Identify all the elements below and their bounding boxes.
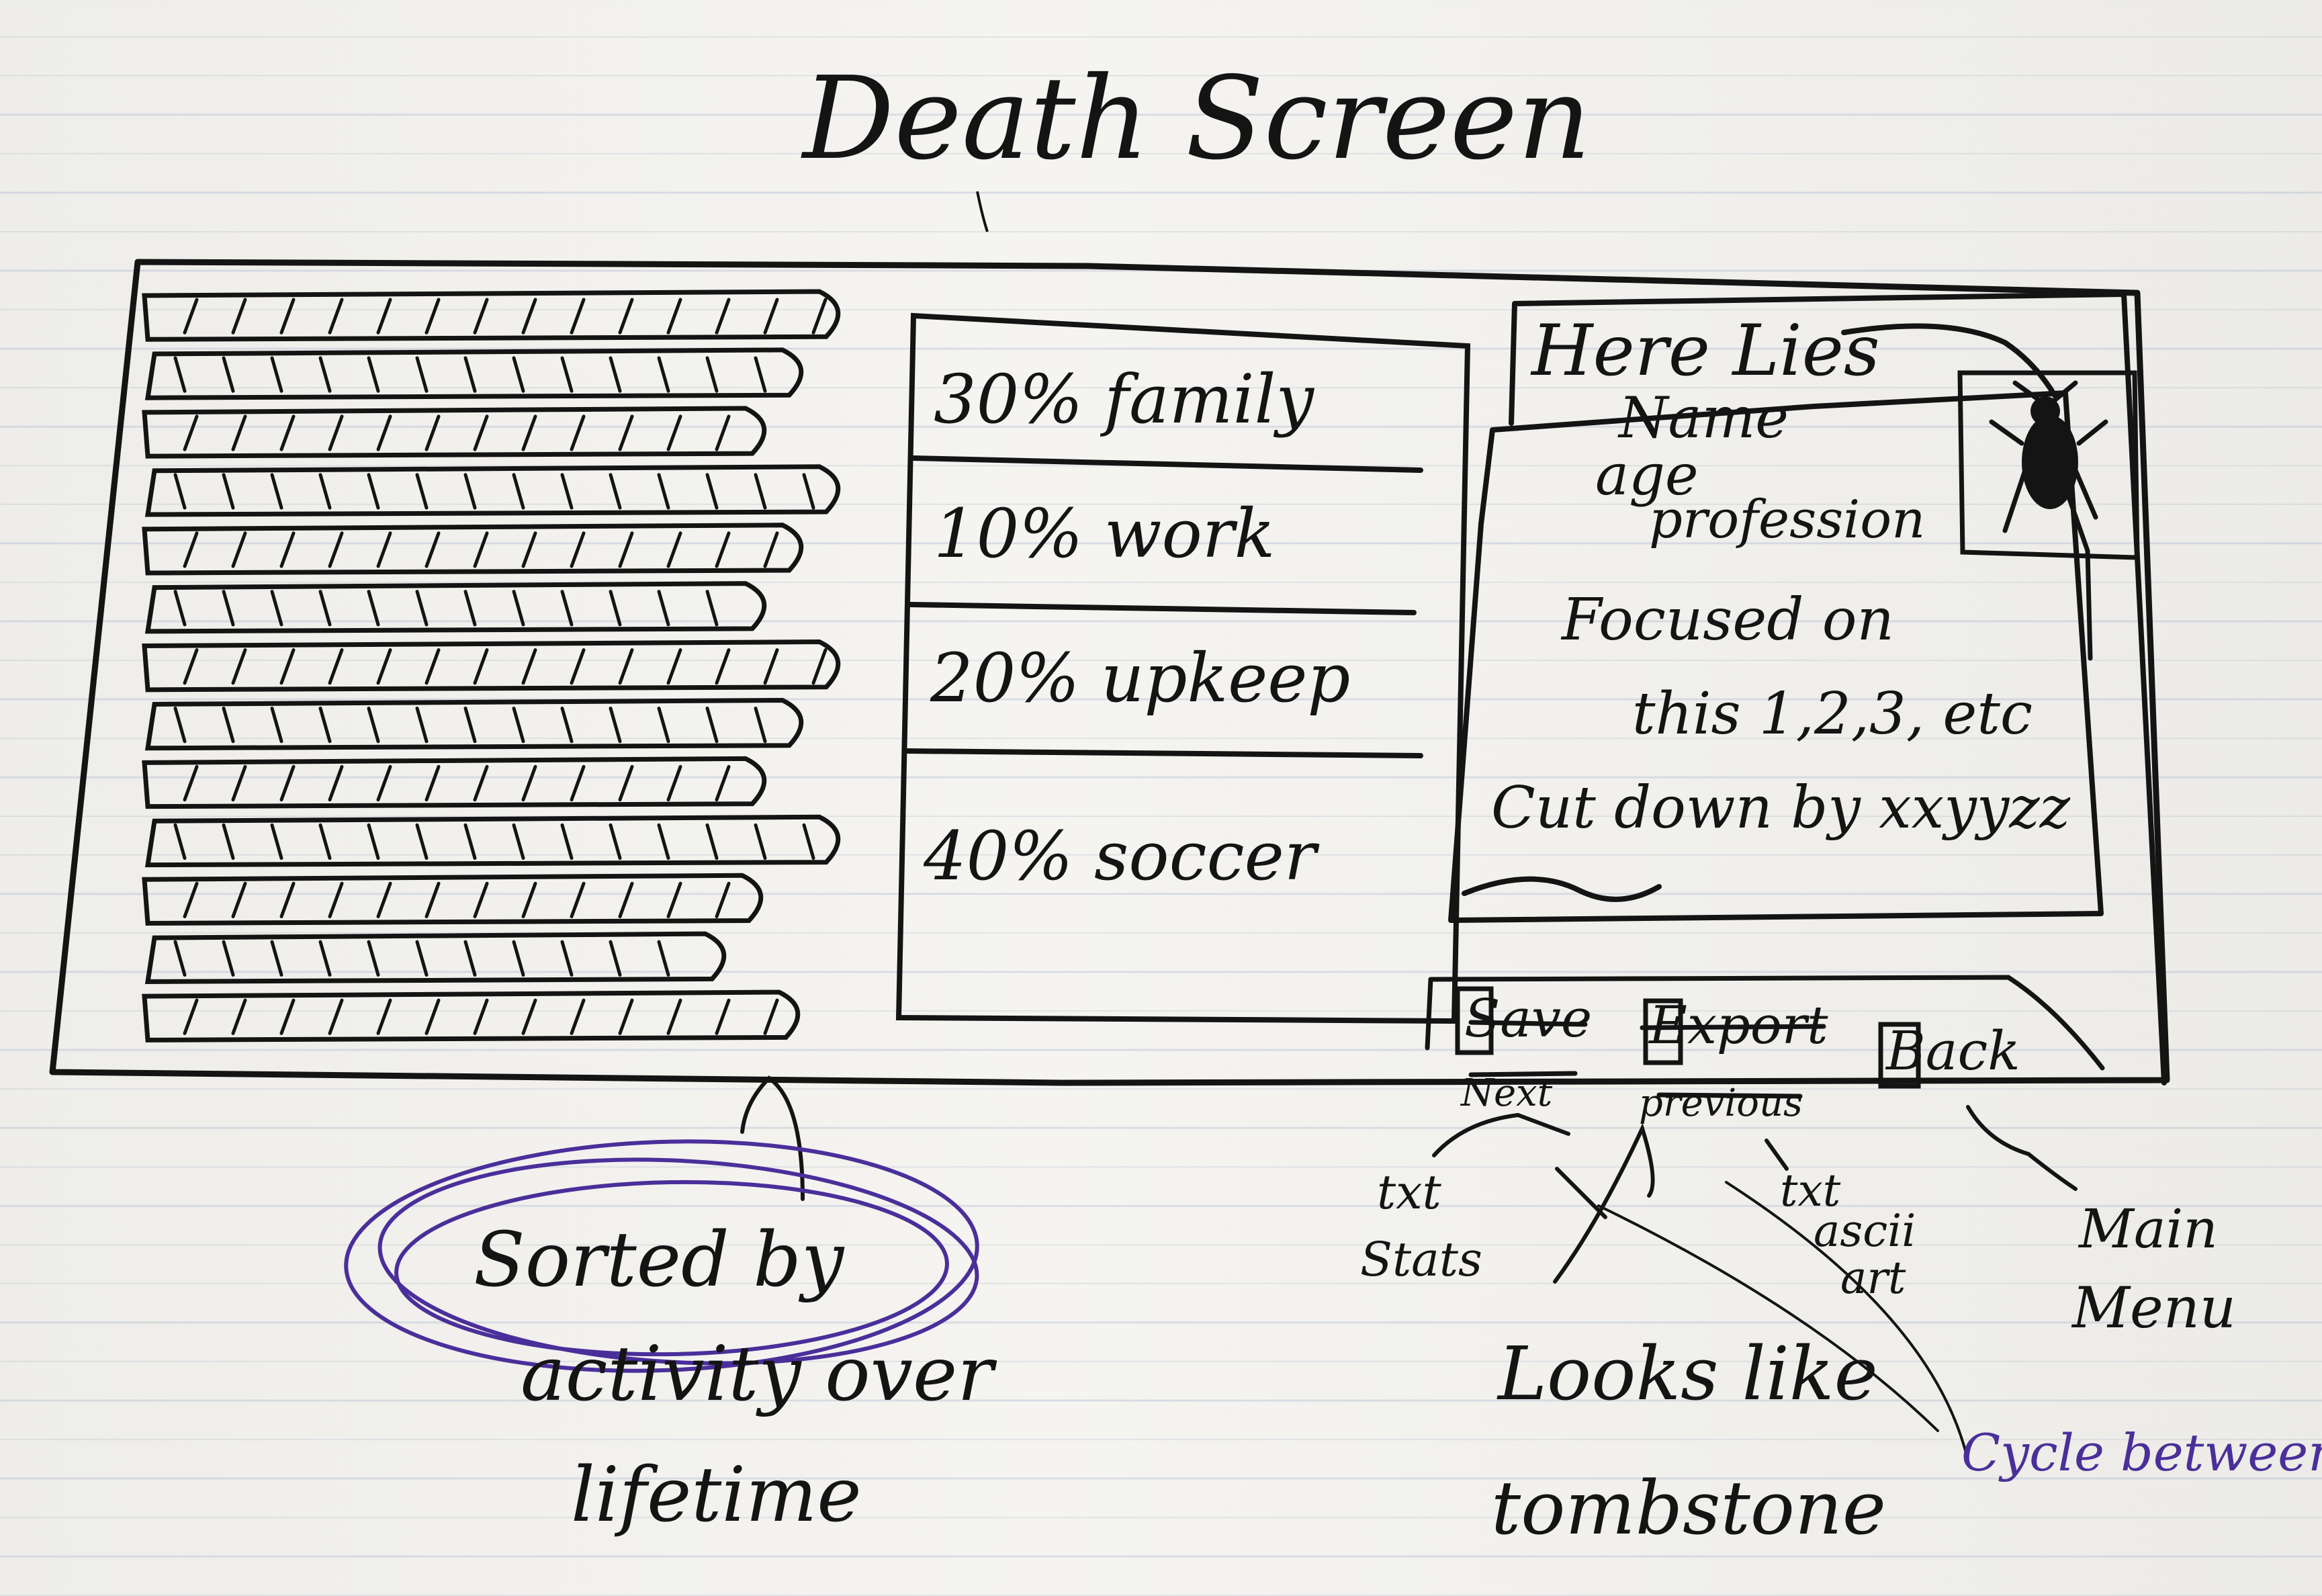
export-button[interactable]: Export: [1649, 995, 1828, 1056]
note-main-menu-2: Menu: [2072, 1275, 2236, 1341]
tombstone-name: Name: [1619, 385, 1789, 451]
note-txt-ascii-3: art: [1840, 1252, 1906, 1304]
activity-bar-hatching: [173, 473, 815, 510]
activity-bar: [144, 697, 804, 751]
activity-bar: [142, 756, 767, 809]
cycle-lines: [1597, 1181, 1969, 1462]
note-txt-ascii-1: txt: [1780, 1165, 1841, 1216]
save-button[interactable]: Save: [1464, 989, 1593, 1049]
page-title: Death Screen: [803, 52, 1591, 185]
sorted-circle: [344, 1139, 979, 1373]
note-looks-like-1: Looks like: [1498, 1331, 1878, 1417]
tombstone-panel: [1448, 292, 2167, 1085]
activity-bar: [144, 931, 727, 984]
breakdown-row-work: 10% work: [934, 494, 1276, 573]
activity-bar: [142, 289, 841, 342]
activity-bar-hatching: [183, 998, 779, 1035]
tombstone-age: age: [1595, 442, 1699, 508]
back-button[interactable]: Back: [1886, 1020, 2020, 1082]
activity-list: [142, 289, 841, 1043]
activity-bar: [142, 873, 764, 926]
activity-bar: [144, 464, 841, 517]
tombstone-heading: Here Lies: [1531, 310, 1880, 392]
activity-bar-hatching: [183, 648, 828, 685]
annotation-lines: [740, 1075, 2078, 1284]
breakdown-table: [895, 312, 1471, 1024]
note-txt-stats-2: Stats: [1360, 1232, 1482, 1287]
note-sorted-2: activity over: [521, 1331, 993, 1418]
breakdown-row-upkeep: 20% upkeep: [930, 639, 1351, 717]
previous-button-label[interactable]: previous: [1639, 1081, 1803, 1125]
tombstone-focused: Focused on: [1562, 586, 1894, 654]
note-sorted-1: Sorted by: [474, 1216, 844, 1304]
note-cycle-between: Cycle between: [1961, 1423, 2322, 1482]
activity-bar: [142, 639, 841, 693]
next-button-label[interactable]: Next: [1461, 1071, 1553, 1115]
note-main-menu-1: Main: [2079, 1198, 2218, 1260]
activity-bar-hatching: [173, 940, 670, 977]
activity-bar: [142, 523, 804, 576]
breakdown-row-family: 30% family: [934, 360, 1314, 439]
activity-bar-hatching: [173, 356, 767, 393]
screen-frame: [49, 259, 2170, 1086]
activity-bar: [142, 989, 801, 1043]
stray-mark: [976, 191, 989, 232]
bug-icon: [1989, 380, 2108, 661]
activity-bar-hatching: [173, 823, 815, 860]
note-txt-ascii-2: ascii: [1814, 1205, 1916, 1257]
activity-bar-hatching: [183, 881, 731, 919]
activity-bar-hatching: [183, 531, 779, 568]
tombstone-profession: profession: [1649, 490, 1926, 550]
note-txt-stats-1: txt: [1377, 1165, 1441, 1220]
portrait-box: [1957, 370, 2140, 560]
activity-bar: [144, 581, 767, 634]
button-frames: [1425, 975, 2105, 1099]
activity-bar: [144, 814, 841, 868]
activity-bar-hatching: [173, 706, 767, 744]
activity-bar: [142, 406, 767, 459]
activity-bar-hatching: [183, 414, 731, 451]
breakdown-row-soccer: 40% soccer: [924, 817, 1316, 895]
tombstone-cause: Cut down by xxyyzz: [1491, 774, 2071, 842]
activity-bar-hatching: [183, 298, 828, 335]
activity-bar-hatching: [173, 590, 719, 627]
tombstone-items: this 1,2,3, etc: [1632, 680, 2033, 748]
activity-bar: [144, 347, 804, 400]
activity-bar-hatching: [183, 764, 731, 802]
note-sorted-3: lifetime: [571, 1452, 862, 1539]
note-looks-like-2: tombstone: [1491, 1465, 1886, 1551]
